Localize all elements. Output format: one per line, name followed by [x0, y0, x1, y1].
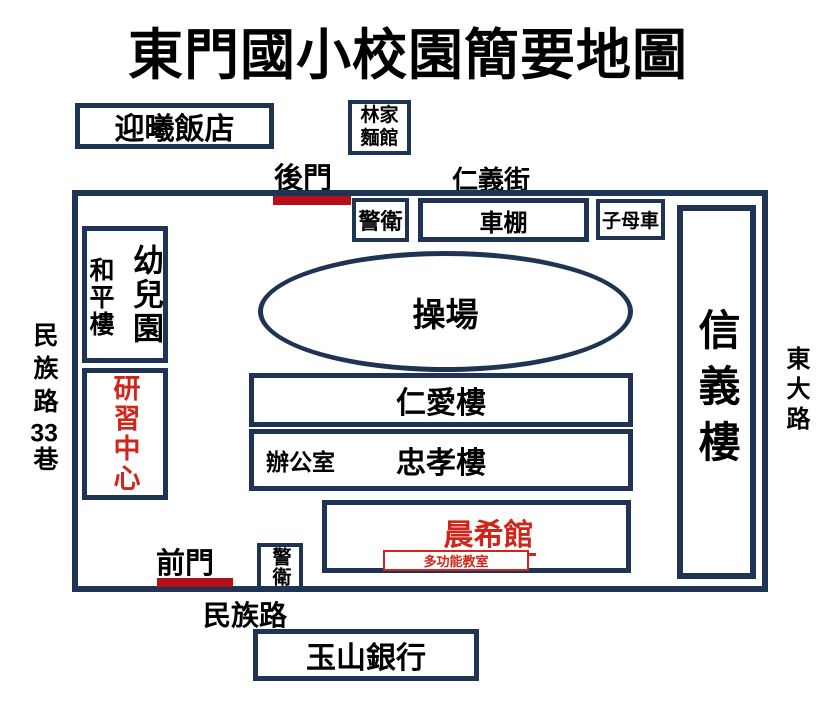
- noodle-shop-box: 林家 麵館: [348, 100, 411, 155]
- front-gate-marker: [157, 578, 233, 587]
- minzu-lane-part2: 巷: [30, 446, 58, 479]
- kindergarten-labels: 和平樓 幼兒園: [82, 244, 168, 346]
- playground-ellipse: 操場: [258, 251, 633, 372]
- training-center-box: 研習中心: [82, 368, 168, 500]
- noodle-shop-label-line1: 林家: [360, 105, 399, 127]
- bank-label: 玉山銀行: [306, 642, 426, 675]
- kindergarten-label: 幼兒園: [128, 243, 163, 346]
- multipurpose-room-box: 多功能教室: [383, 550, 529, 571]
- front-gate-label: 前門: [156, 548, 215, 580]
- zhongxiao-building-label: 忠孝樓: [396, 447, 486, 480]
- playground-label: 操場: [412, 295, 479, 333]
- multipurpose-room-label: 多功能教室: [423, 554, 489, 569]
- bike-shed-label: 車棚: [479, 209, 528, 237]
- chenxi-hall-label: 晨希館: [417, 519, 536, 556]
- guard-post-bottom-box: 警衛: [257, 543, 303, 590]
- cart-box: 子母車: [596, 199, 665, 240]
- xinyi-building-label: 信義樓: [693, 308, 740, 476]
- hotel-box: 迎曦飯店: [75, 103, 274, 149]
- renai-building-label: 仁愛樓: [396, 387, 486, 420]
- noodle-shop-label-line2: 麵館: [360, 127, 399, 149]
- back-gate-marker: [273, 196, 351, 205]
- minzu-lane-digits: 33: [30, 421, 58, 446]
- heping-building-label: 和平樓: [86, 256, 114, 338]
- chenxi-hall-box: 晨希館 多功能教室: [322, 500, 631, 573]
- map-title: 東門國小校園簡要地圖: [127, 24, 688, 86]
- zhongxiao-building-box: 辦公室 忠孝樓: [249, 429, 633, 491]
- renai-building-box: 仁愛樓: [249, 373, 633, 427]
- bike-shed-box: 車棚: [418, 198, 589, 242]
- hotel-label: 迎曦飯店: [114, 113, 235, 146]
- dongda-road-label: 東大路: [782, 346, 809, 436]
- office-label: 辦公室: [266, 449, 335, 475]
- xinyi-building-box: 信義樓: [677, 205, 756, 579]
- minzu-lane-part1: 民族路: [30, 322, 58, 421]
- minzu-lane-33-label: 民族路33巷: [26, 322, 62, 479]
- guard-post-top-box: 警衛: [352, 198, 409, 242]
- cart-label: 子母車: [601, 211, 659, 232]
- kindergarten-box: 和平樓 幼兒園: [82, 226, 168, 363]
- minzu-road-label: 民族路: [203, 600, 288, 631]
- training-center-label: 研習中心: [109, 374, 140, 494]
- back-gate-label: 後門: [274, 163, 333, 195]
- bank-box: 玉山銀行: [253, 629, 479, 681]
- guard-post-top-label: 警衛: [358, 209, 403, 234]
- guard-post-bottom-label: 警衛: [269, 546, 291, 587]
